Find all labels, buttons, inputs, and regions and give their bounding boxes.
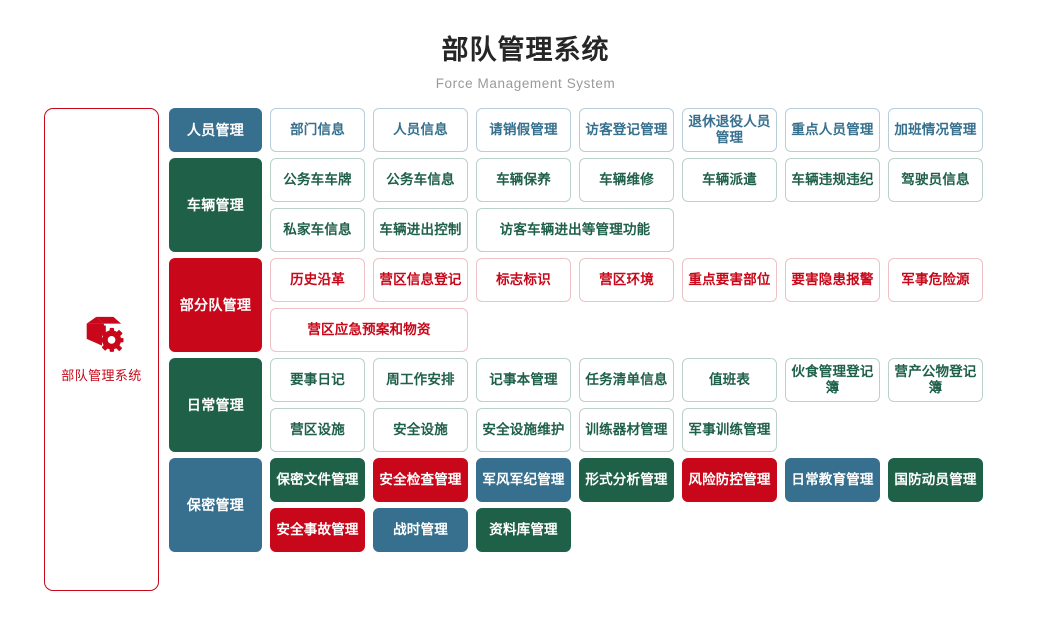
module-card[interactable]: 营区应急预案和物资 [270, 308, 468, 353]
category-label[interactable]: 保密管理 [169, 458, 262, 553]
module-card[interactable]: 重点要害部位 [682, 258, 777, 303]
module-card[interactable]: 重点人员管理 [785, 108, 880, 153]
module-card[interactable]: 任务清单信息 [579, 358, 674, 403]
module-subrow: 私家车信息车辆进出控制访客车辆进出等管理功能 [270, 208, 1051, 253]
module-card[interactable]: 国防动员管理 [888, 458, 983, 503]
module-cells: 历史沿革营区信息登记标志标识营区环境重点要害部位要害隐患报警军事危险源营区应急预… [270, 258, 1051, 353]
main-content: 部队管理系统 人员管理部门信息人员信息请销假管理访客登记管理退休退役人员管理重点… [0, 91, 1051, 592]
module-card[interactable]: 退休退役人员管理 [682, 108, 777, 153]
module-card[interactable]: 战时管理 [373, 508, 468, 553]
category-label[interactable]: 日常管理 [169, 358, 262, 453]
module-card[interactable]: 访客车辆进出等管理功能 [476, 208, 674, 253]
module-card[interactable]: 风险防控管理 [682, 458, 777, 503]
module-card[interactable]: 历史沿革 [270, 258, 365, 303]
module-grid: 人员管理部门信息人员信息请销假管理访客登记管理退休退役人员管理重点人员管理加班情… [169, 108, 1051, 558]
module-row: 车辆管理公务车车牌公务车信息车辆保养车辆维修车辆派遣车辆违规违纪驾驶员信息私家车… [169, 158, 1051, 253]
module-card[interactable]: 值班表 [682, 358, 777, 403]
category-label[interactable]: 人员管理 [169, 108, 262, 153]
module-card[interactable]: 安全设施维护 [476, 408, 571, 453]
module-card[interactable]: 部门信息 [270, 108, 365, 153]
module-card[interactable]: 记事本管理 [476, 358, 571, 403]
module-card[interactable]: 要事日记 [270, 358, 365, 403]
module-subrow: 营区应急预案和物资 [270, 308, 1051, 353]
module-card[interactable]: 保密文件管理 [270, 458, 365, 503]
module-card[interactable]: 安全设施 [373, 408, 468, 453]
sidebar-system-panel[interactable]: 部队管理系统 [44, 108, 159, 592]
module-subrow: 营区设施安全设施安全设施维护训练器材管理军事训练管理 [270, 408, 1051, 453]
module-card[interactable]: 人员信息 [373, 108, 468, 153]
module-card[interactable]: 私家车信息 [270, 208, 365, 253]
module-card[interactable]: 军事危险源 [888, 258, 983, 303]
module-card[interactable]: 标志标识 [476, 258, 571, 303]
page-title: 部队管理系统 [441, 35, 610, 65]
page-header: 部队管理系统 Force Management System [0, 0, 1051, 91]
category-label[interactable]: 部分队管理 [169, 258, 262, 353]
module-subrow: 公务车车牌公务车信息车辆保养车辆维修车辆派遣车辆违规违纪驾驶员信息 [270, 158, 1051, 203]
module-row: 保密管理保密文件管理安全检查管理军风军纪管理形式分析管理风险防控管理日常教育管理… [169, 458, 1051, 553]
module-card[interactable]: 加班情况管理 [888, 108, 983, 153]
module-subrow: 要事日记周工作安排记事本管理任务清单信息值班表伙食管理登记簿营产公物登记簿 [270, 358, 1051, 403]
module-cells: 要事日记周工作安排记事本管理任务清单信息值班表伙食管理登记簿营产公物登记簿营区设… [270, 358, 1051, 453]
module-card[interactable]: 周工作安排 [373, 358, 468, 403]
page-subtitle: Force Management System [435, 76, 616, 92]
module-row: 日常管理要事日记周工作安排记事本管理任务清单信息值班表伙食管理登记簿营产公物登记… [169, 358, 1051, 453]
module-subrow: 部门信息人员信息请销假管理访客登记管理退休退役人员管理重点人员管理加班情况管理 [270, 108, 1051, 153]
module-card[interactable]: 营区设施 [270, 408, 365, 453]
module-card[interactable]: 营产公物登记簿 [888, 358, 983, 403]
module-card[interactable]: 请销假管理 [476, 108, 571, 153]
module-card[interactable]: 军风军纪管理 [476, 458, 571, 503]
module-card[interactable]: 安全检查管理 [373, 458, 468, 503]
module-card[interactable]: 伙食管理登记簿 [785, 358, 880, 403]
category-label[interactable]: 车辆管理 [169, 158, 262, 253]
module-subrow: 安全事故管理战时管理资料库管理 [270, 508, 1051, 553]
module-card[interactable]: 车辆进出控制 [373, 208, 468, 253]
module-cells: 保密文件管理安全检查管理军风军纪管理形式分析管理风险防控管理日常教育管理国防动员… [270, 458, 1051, 553]
module-card[interactable]: 访客登记管理 [579, 108, 674, 153]
module-row: 部分队管理历史沿革营区信息登记标志标识营区环境重点要害部位要害隐患报警军事危险源… [169, 258, 1051, 353]
module-row: 人员管理部门信息人员信息请销假管理访客登记管理退休退役人员管理重点人员管理加班情… [169, 108, 1051, 153]
module-card[interactable]: 资料库管理 [476, 508, 571, 553]
module-card[interactable]: 车辆违规违纪 [785, 158, 880, 203]
module-card[interactable]: 公务车车牌 [270, 158, 365, 203]
sidebar-label: 部队管理系统 [61, 368, 142, 384]
module-cells: 部门信息人员信息请销假管理访客登记管理退休退役人员管理重点人员管理加班情况管理 [270, 108, 1051, 153]
module-card[interactable]: 训练器材管理 [579, 408, 674, 453]
module-card[interactable]: 安全事故管理 [270, 508, 365, 553]
module-card[interactable]: 驾驶员信息 [888, 158, 983, 203]
module-card[interactable]: 要害隐患报警 [785, 258, 880, 303]
module-cells: 公务车车牌公务车信息车辆保养车辆维修车辆派遣车辆违规违纪驾驶员信息私家车信息车辆… [270, 158, 1051, 253]
module-subrow: 历史沿革营区信息登记标志标识营区环境重点要害部位要害隐患报警军事危险源 [270, 258, 1051, 303]
module-card[interactable]: 车辆保养 [476, 158, 571, 203]
module-card[interactable]: 形式分析管理 [579, 458, 674, 503]
module-subrow: 保密文件管理安全检查管理军风军纪管理形式分析管理风险防控管理日常教育管理国防动员… [270, 458, 1051, 503]
module-card[interactable]: 车辆维修 [579, 158, 674, 203]
module-card[interactable]: 公务车信息 [373, 158, 468, 203]
module-card[interactable]: 日常教育管理 [785, 458, 880, 503]
module-card[interactable]: 营区环境 [579, 258, 674, 303]
module-card[interactable]: 车辆派遣 [682, 158, 777, 203]
module-card[interactable]: 军事训练管理 [682, 408, 777, 453]
module-card[interactable]: 营区信息登记 [373, 258, 468, 303]
box-gear-icon [79, 315, 125, 359]
